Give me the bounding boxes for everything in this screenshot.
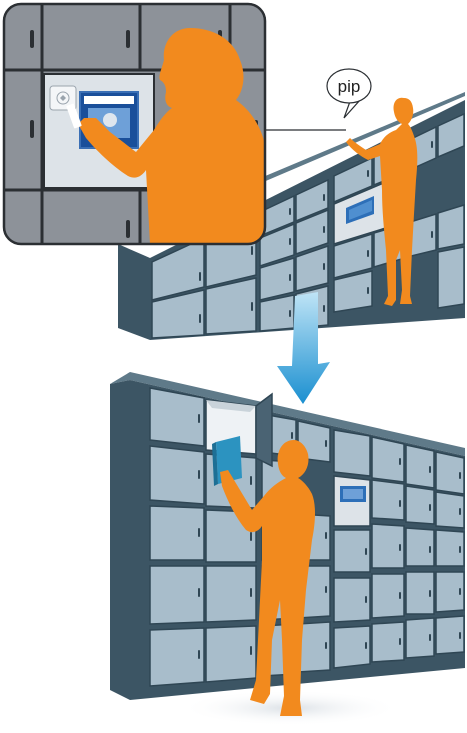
down-arrow-icon bbox=[277, 292, 330, 404]
person-closeup bbox=[78, 28, 264, 243]
bottom-locker-bank bbox=[110, 372, 465, 726]
sound-bubble-icon: pip bbox=[326, 68, 372, 119]
card-reader-icon bbox=[49, 85, 77, 111]
sound-bubble-text: pip bbox=[338, 77, 361, 96]
person-at-top-locker bbox=[346, 97, 418, 306]
person-at-bottom-locker bbox=[220, 440, 315, 716]
top-locker-bank bbox=[118, 92, 465, 340]
zoom-inset bbox=[2, 2, 267, 246]
